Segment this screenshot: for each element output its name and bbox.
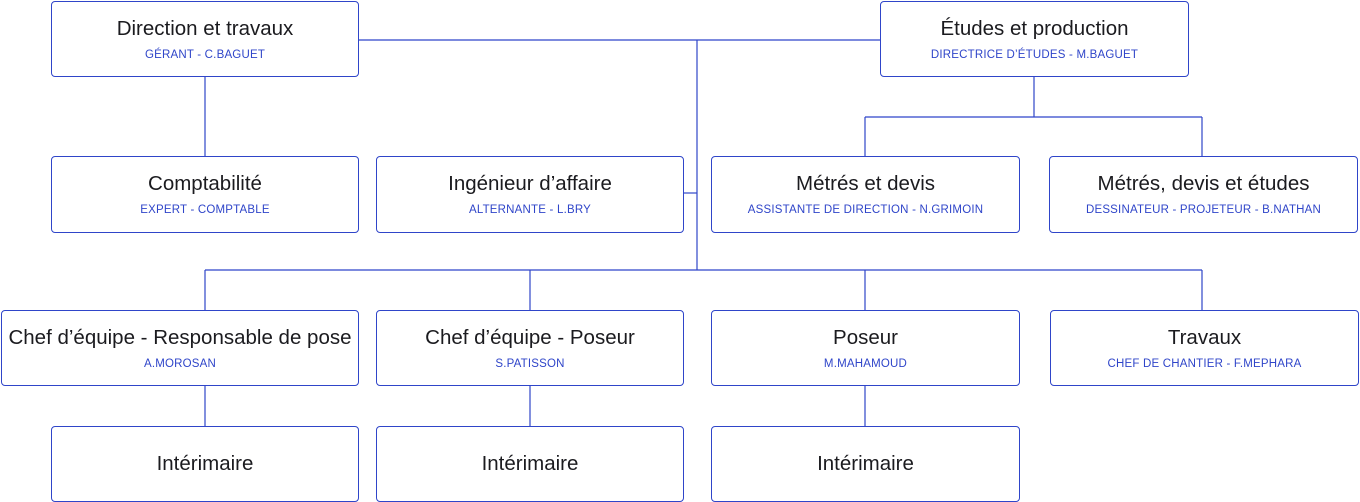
node-title: Chef d’équipe - Responsable de pose	[8, 325, 352, 349]
node-etudes: Études et production DIRECTRICE D’ÉTUDES…	[880, 1, 1189, 77]
node-title: Intérimaire	[817, 452, 914, 475]
connector-etudes	[864, 76, 1203, 156]
node-subtitle: A.MOROSAN	[143, 357, 217, 370]
node-title: Travaux	[1167, 325, 1242, 349]
node-interim-3: Intérimaire	[711, 426, 1020, 502]
node-chef-poseur: Chef d’équipe - Poseur S.PATISSON	[376, 310, 684, 386]
node-subtitle: CHEF DE CHANTIER - F.MEPHARA	[1107, 357, 1302, 370]
node-subtitle: ALTERNANTE - L.BRY	[468, 204, 592, 216]
node-title: Ingénieur d’affaire	[448, 172, 612, 195]
node-subtitle: ASSISTANTE DE DIRECTION - N.GRIMOIN	[747, 204, 984, 216]
node-ingenieur: Ingénieur d’affaire ALTERNANTE - L.BRY	[376, 156, 684, 233]
node-metres: Métrés et devis ASSISTANTE DE DIRECTION …	[711, 156, 1020, 233]
node-direction: Direction et travaux GÉRANT - C.BAGUET	[51, 1, 359, 77]
node-title: Métrés, devis et études	[1097, 172, 1310, 195]
node-travaux: Travaux CHEF DE CHANTIER - F.MEPHARA	[1050, 310, 1359, 386]
node-poseur: Poseur M.MAHAMOUD	[711, 310, 1020, 386]
node-title: Études et production	[940, 16, 1129, 40]
node-title: Intérimaire	[156, 452, 254, 475]
node-metres-etudes: Métrés, devis et études DESSINATEUR - PR…	[1049, 156, 1358, 233]
node-subtitle: GÉRANT - C.BAGUET	[144, 48, 266, 61]
node-title: Métrés et devis	[796, 172, 935, 195]
node-subtitle: EXPERT - COMPTABLE	[140, 204, 270, 216]
node-subtitle: DIRECTRICE D’ÉTUDES - M.BAGUET	[930, 48, 1139, 61]
node-comptabilite: Comptabilité EXPERT - COMPTABLE	[51, 156, 359, 233]
node-subtitle: S.PATISSON	[495, 357, 565, 370]
node-subtitle: DESSINATEUR - PROJETEUR - B.NATHAN	[1085, 204, 1322, 216]
connector-interim	[204, 385, 866, 426]
node-chef-responsable: Chef d’équipe - Responsable de pose A.MO…	[1, 310, 359, 386]
node-title: Chef d’équipe - Poseur	[425, 325, 635, 349]
node-subtitle: M.MAHAMOUD	[823, 357, 908, 370]
connector-bottom-bus	[204, 269, 1203, 310]
node-title: Intérimaire	[481, 452, 579, 475]
node-title: Poseur	[833, 325, 898, 349]
node-interim-2: Intérimaire	[376, 426, 684, 502]
node-interim-1: Intérimaire	[51, 426, 359, 502]
node-title: Comptabilité	[148, 172, 262, 195]
node-title: Direction et travaux	[116, 16, 294, 40]
